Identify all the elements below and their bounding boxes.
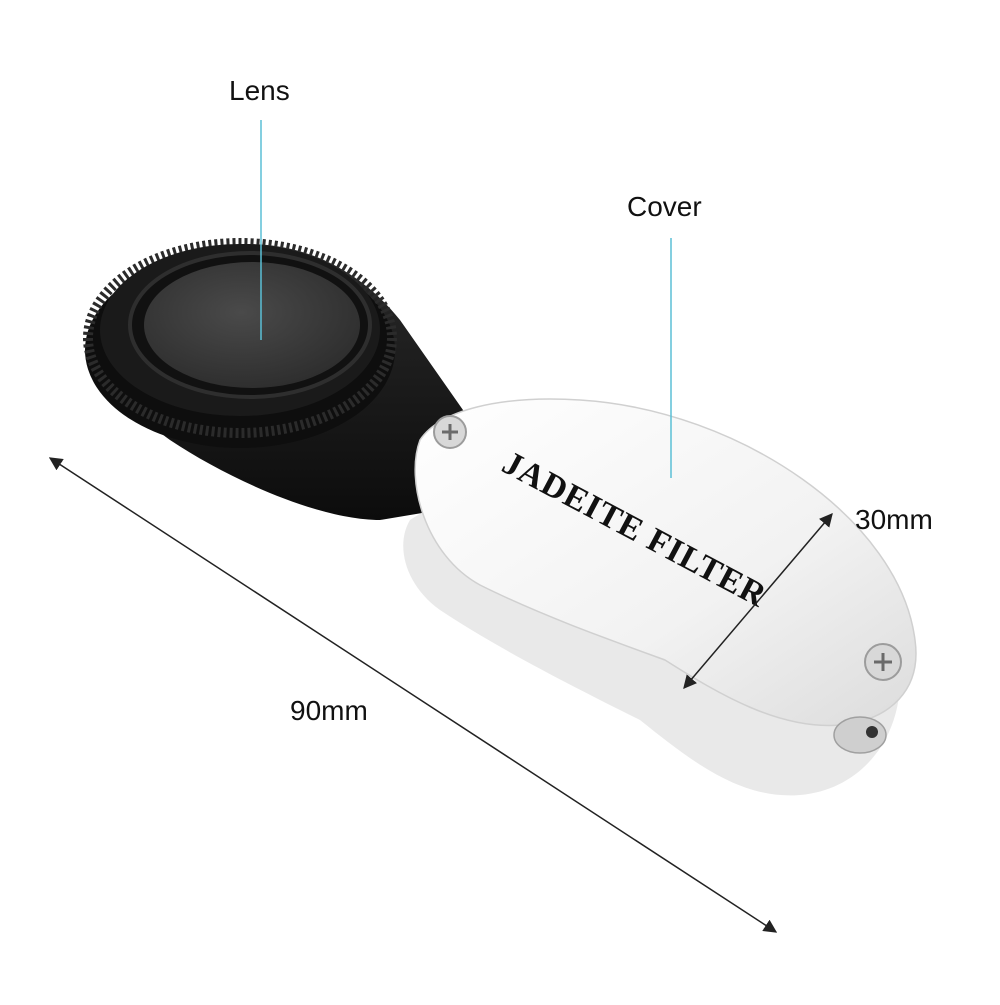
hinge-pin: [833, 716, 887, 754]
lens-glass: [144, 262, 360, 388]
lens-label: Lens: [229, 75, 290, 106]
length-dimension-label: 90mm: [290, 695, 368, 726]
lens-assembly: [83, 238, 397, 448]
screw-icon: [433, 415, 467, 449]
cover-label: Cover: [627, 191, 702, 222]
length-dimension-arrow: [48, 457, 778, 933]
screw-icon: [864, 643, 902, 681]
width-dimension-label: 30mm: [855, 504, 933, 535]
